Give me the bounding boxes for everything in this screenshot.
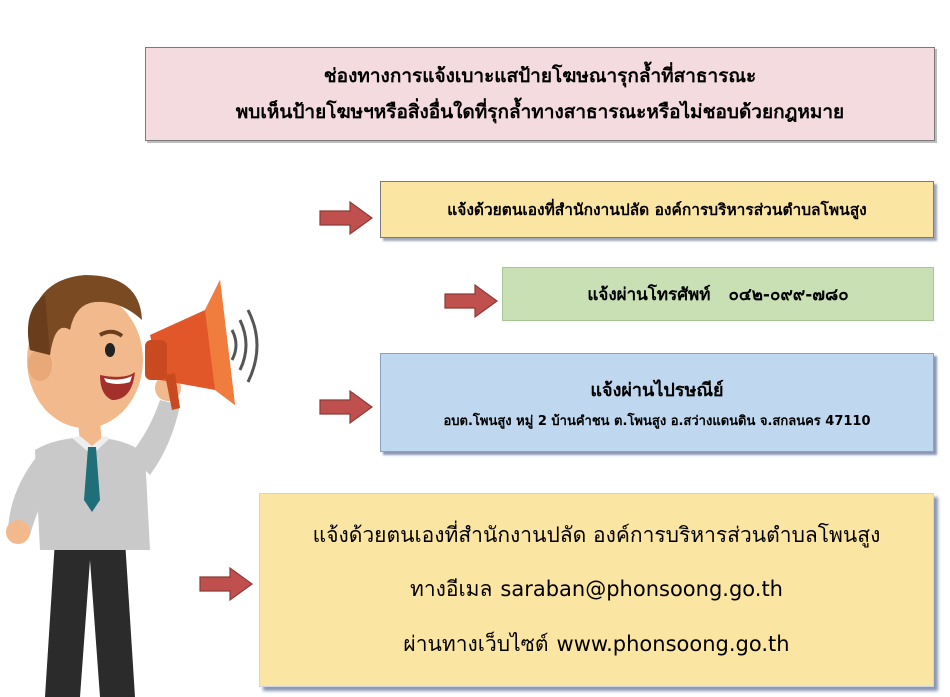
channel-post-title: แจ้งผ่านไปรษณีย์	[590, 379, 724, 401]
email-link[interactable]: saraban@phonsoong.go.th	[500, 577, 783, 602]
channel-post-address: อบต.โพนสูง หมู่ 2 บ้านคำชน ต.โพนสูง อ.สว…	[443, 413, 871, 429]
header-line-2: พบเห็นป้ายโฆษฯหรือสิ่งอื่นใดที่รุกล้ำทาง…	[235, 101, 845, 123]
website-link[interactable]: www.phonsoong.go.th	[556, 632, 790, 657]
channel-online-title: แจ้งด้วยตนเองที่สำนักงานปลัด องค์การบริห…	[312, 522, 881, 547]
channel-phone-label: แจ้งผ่านโทรศัพท์	[587, 284, 711, 305]
channel-phone-box: แจ้งผ่านโทรศัพท์ ๐๔๒-๐๙๙-๗๘๐	[502, 267, 934, 321]
arrow-right-icon	[444, 283, 499, 319]
channel-online-box: แจ้งด้วยตนเองที่สำนักงานปลัด องค์การบริห…	[259, 493, 934, 687]
website-label: ผ่านทางเว็บไซต์	[403, 632, 549, 657]
channel-phone-number: ๐๔๒-๐๙๙-๗๘๐	[728, 284, 849, 305]
arrow-right-icon	[319, 389, 374, 425]
channel-office-text: แจ้งด้วยตนเองที่สำนักงานปลัด องค์การบริห…	[447, 201, 867, 219]
channel-post-box: แจ้งผ่านไปรษณีย์ อบต.โพนสูง หมู่ 2 บ้านค…	[380, 353, 934, 452]
arrow-right-icon	[199, 566, 254, 602]
channel-office-box: แจ้งด้วยตนเองที่สำนักงานปลัด องค์การบริห…	[380, 181, 934, 238]
header-box: ช่องทางการแจ้งเบาะแสป้ายโฆษณารุกล้ำที่สา…	[145, 47, 935, 141]
header-line-1: ช่องทางการแจ้งเบาะแสป้ายโฆษณารุกล้ำที่สา…	[323, 65, 757, 87]
arrow-right-icon	[319, 200, 374, 236]
email-label: ทางอีเมล	[410, 577, 493, 602]
person-megaphone-illustration	[6, 275, 259, 697]
